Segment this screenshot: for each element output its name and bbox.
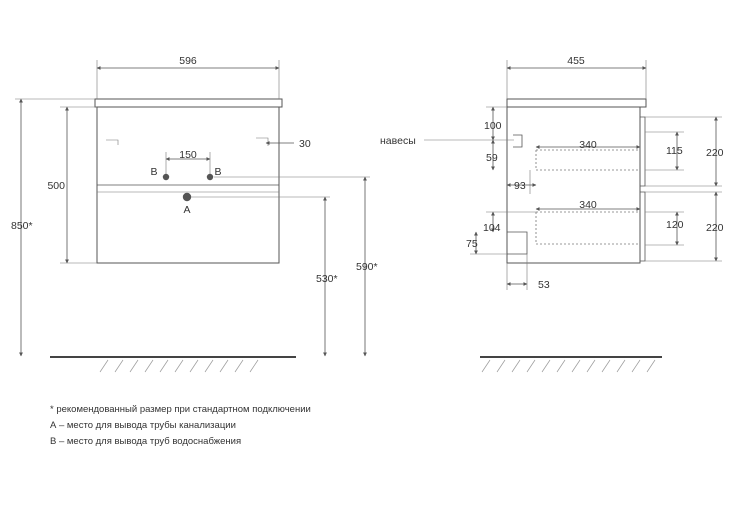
note-b: В – место для вывода труб водоснабжения	[50, 436, 242, 447]
dim-150: 150	[179, 149, 197, 161]
dim-75: 75	[466, 238, 478, 250]
dim-53: 53	[538, 279, 550, 291]
dim-500: 500	[47, 180, 65, 192]
floor-hatch-line	[204, 359, 214, 373]
side-back-cutout	[507, 231, 528, 255]
front-view: 596 150 B B A 500 850* 30 530* 590*	[11, 55, 378, 373]
dim-590: 590*	[356, 261, 378, 273]
legend-notes: * рекомендованный размер при стандартном…	[50, 402, 311, 450]
floor-hatch-line	[174, 359, 184, 373]
front-floor-hatch	[99, 359, 259, 373]
floor-hatch-line	[511, 359, 521, 373]
floor-hatch-line	[189, 359, 199, 373]
floor-hatch-line	[114, 359, 124, 373]
floor-hatch-line	[234, 359, 244, 373]
hinges-label: навесы	[380, 135, 416, 147]
floor-hatch-line	[481, 359, 491, 373]
dim-340-bottom: 340	[579, 199, 597, 211]
dim-455: 455	[567, 55, 585, 67]
floor-hatch-line	[144, 359, 154, 373]
floor-hatch-line	[496, 359, 506, 373]
floor-hatch-line	[646, 359, 656, 373]
side-view: 455 навесы 100 59 93 104 75 53 340 340 1…	[380, 55, 724, 373]
label-b-left: B	[150, 166, 157, 178]
dim-115: 115	[666, 145, 683, 157]
dim-340-top: 340	[579, 139, 597, 151]
note-asterisk: * рекомендованный размер при стандартном…	[50, 404, 311, 415]
dim-30: 30	[299, 138, 311, 150]
side-facade-top	[640, 116, 646, 187]
note-a: А – место для вывода трубы канализации	[50, 420, 236, 431]
dim-530: 530*	[316, 273, 338, 285]
side-hinge	[513, 134, 523, 148]
dim-220-top: 220	[706, 147, 724, 159]
floor-hatch-line	[601, 359, 611, 373]
pipe-point-b-right	[206, 173, 214, 181]
floor-hatch-line	[99, 359, 109, 373]
side-drawer-bottom	[535, 211, 640, 245]
front-countertop	[94, 98, 283, 108]
floor-hatch-line	[526, 359, 536, 373]
dim-850: 850*	[11, 220, 33, 232]
dim-220-bottom: 220	[706, 222, 724, 234]
floor-hatch-line	[219, 359, 229, 373]
floor-hatch-line	[556, 359, 566, 373]
dim-596: 596	[179, 55, 197, 67]
label-b-right: B	[214, 166, 221, 178]
floor-hatch-line	[571, 359, 581, 373]
side-facade-bottom	[640, 191, 646, 262]
dim-59: 59	[486, 152, 498, 164]
floor-hatch-line	[159, 359, 169, 373]
floor-hatch-line	[249, 359, 259, 373]
dim-93: 93	[514, 180, 526, 192]
side-drawer-top	[535, 149, 640, 171]
pipe-point-b-left	[162, 173, 170, 181]
dim-100: 100	[484, 120, 502, 132]
floor-hatch-line	[586, 359, 596, 373]
side-countertop	[506, 98, 647, 108]
floor-hatch-line	[541, 359, 551, 373]
label-a: A	[183, 204, 190, 216]
side-floor-hatch	[481, 359, 656, 373]
dim-104: 104	[483, 222, 501, 234]
front-hinge-left	[106, 139, 119, 145]
dim-120: 120	[666, 219, 684, 231]
floor-hatch-line	[631, 359, 641, 373]
pipe-point-a	[182, 192, 192, 202]
floor-hatch-line	[129, 359, 139, 373]
floor-hatch-line	[616, 359, 626, 373]
